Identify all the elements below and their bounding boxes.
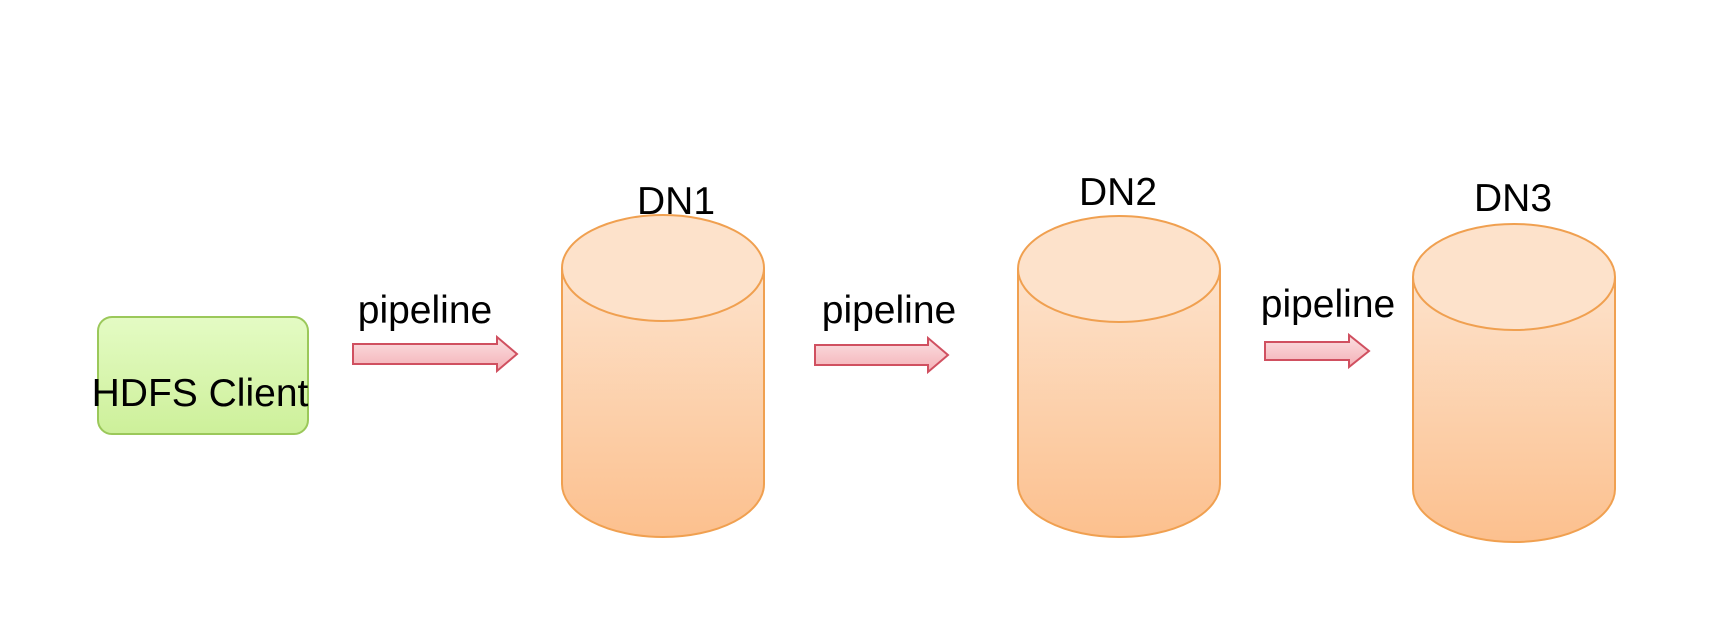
pipeline-label-1: pipeline: [358, 289, 492, 332]
datanode-dn2: DN2: [1017, 171, 1221, 538]
pipeline-link-1: pipeline: [352, 289, 519, 374]
dn3-cylinder-body: [1412, 277, 1616, 543]
dn3-cylinder-top: [1412, 223, 1616, 331]
hdfs-client-label: HDFS Client: [92, 372, 309, 415]
dn2-cylinder-body: [1017, 269, 1221, 538]
datanode-dn3: DN3: [1412, 177, 1616, 543]
hdfs-client-box: [97, 316, 309, 435]
pipeline-link-2: pipeline: [814, 289, 956, 375]
datanode-dn1: DN1: [561, 180, 765, 538]
arrow-3: [1264, 332, 1371, 370]
dn2-label: DN2: [1079, 171, 1157, 214]
pipeline-link-3: pipeline: [1261, 283, 1395, 370]
pipeline-label-3: pipeline: [1261, 283, 1395, 326]
hdfs-client-node: HDFS Client: [92, 316, 309, 435]
dn1-cylinder-body: [561, 268, 765, 538]
dn2-cylinder-top: [1017, 215, 1221, 323]
pipeline-label-2: pipeline: [822, 289, 956, 332]
arrow-2: [814, 335, 950, 375]
dn1-cylinder-top: [561, 214, 765, 322]
dn3-label: DN3: [1474, 177, 1552, 220]
arrow-1: [352, 334, 519, 374]
